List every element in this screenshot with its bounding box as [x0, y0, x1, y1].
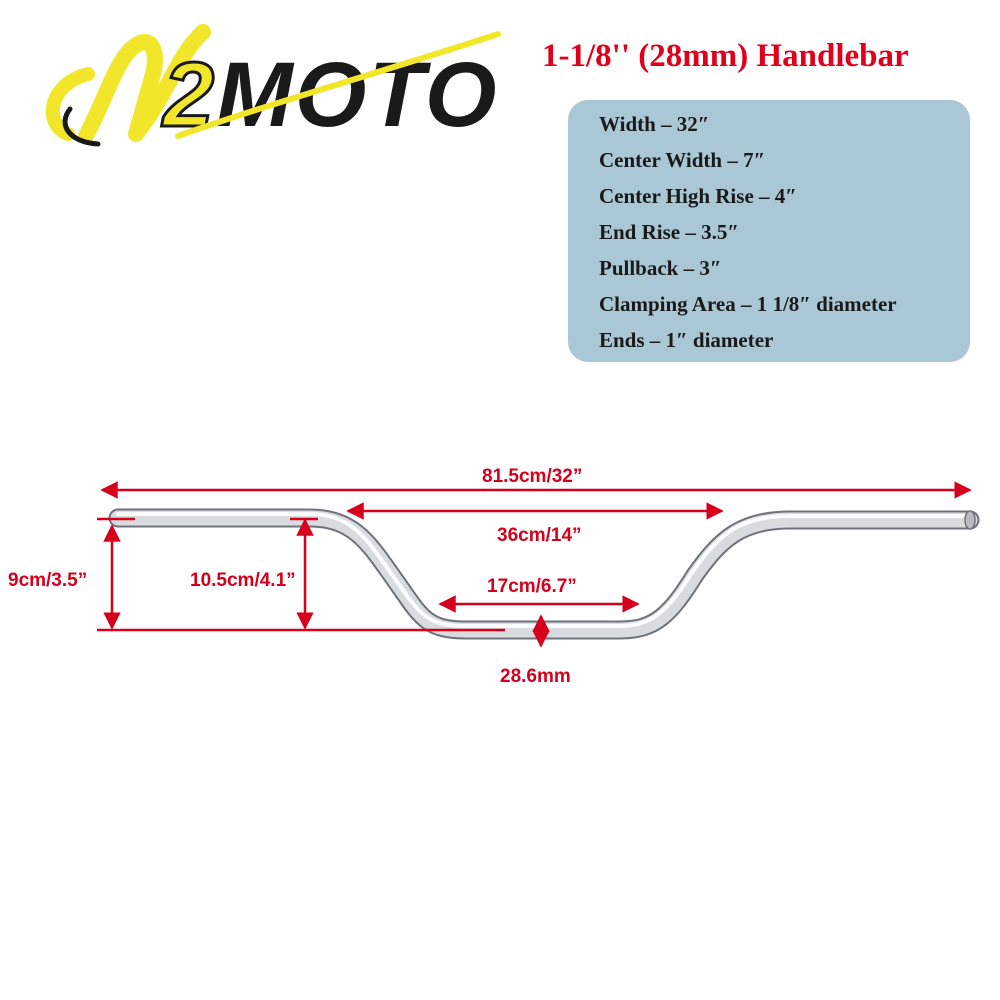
end-rise-label: 9cm/3.5” [8, 570, 87, 591]
handlebar-tube [108, 508, 980, 640]
spec-pullback: Pullback – 3″ [599, 256, 722, 280]
inner-width-label: 36cm/14” [497, 525, 582, 546]
rise-label: 10.5cm/4.1” [190, 570, 296, 591]
dimension-lines [97, 481, 972, 648]
logo-n-swoosh [45, 24, 211, 147]
center-width-label: 17cm/6.7” [487, 576, 577, 597]
spec-list: Width – 32″ Center Width – 7″ Center Hig… [599, 106, 897, 358]
logo-underline [175, 31, 501, 139]
spec-width: Width – 32″ [599, 112, 710, 136]
spec-center-width: Center Width – 7″ [599, 148, 766, 172]
overall-width-label: 81.5cm/32” [482, 466, 582, 487]
spec-end-rise: End Rise – 3.5″ [599, 220, 739, 244]
spec-center-rise: Center High Rise – 4″ [599, 184, 797, 208]
product-title: 1-1/8'' (28mm) Handlebar [542, 38, 909, 74]
spec-ends: Ends – 1″ diameter [599, 328, 774, 352]
bar-end-cap [964, 510, 976, 530]
spec-clamping-area: Clamping Area – 1 1/8″ diameter [599, 292, 897, 316]
spec-panel: Width – 32″ Center Width – 7″ Center Hig… [568, 100, 970, 362]
clamp-diameter-label: 28.6mm [500, 666, 571, 687]
logo-wordmark: 2MOTO [161, 44, 498, 146]
brand-logo: 2MOTO 2 [45, 24, 501, 148]
